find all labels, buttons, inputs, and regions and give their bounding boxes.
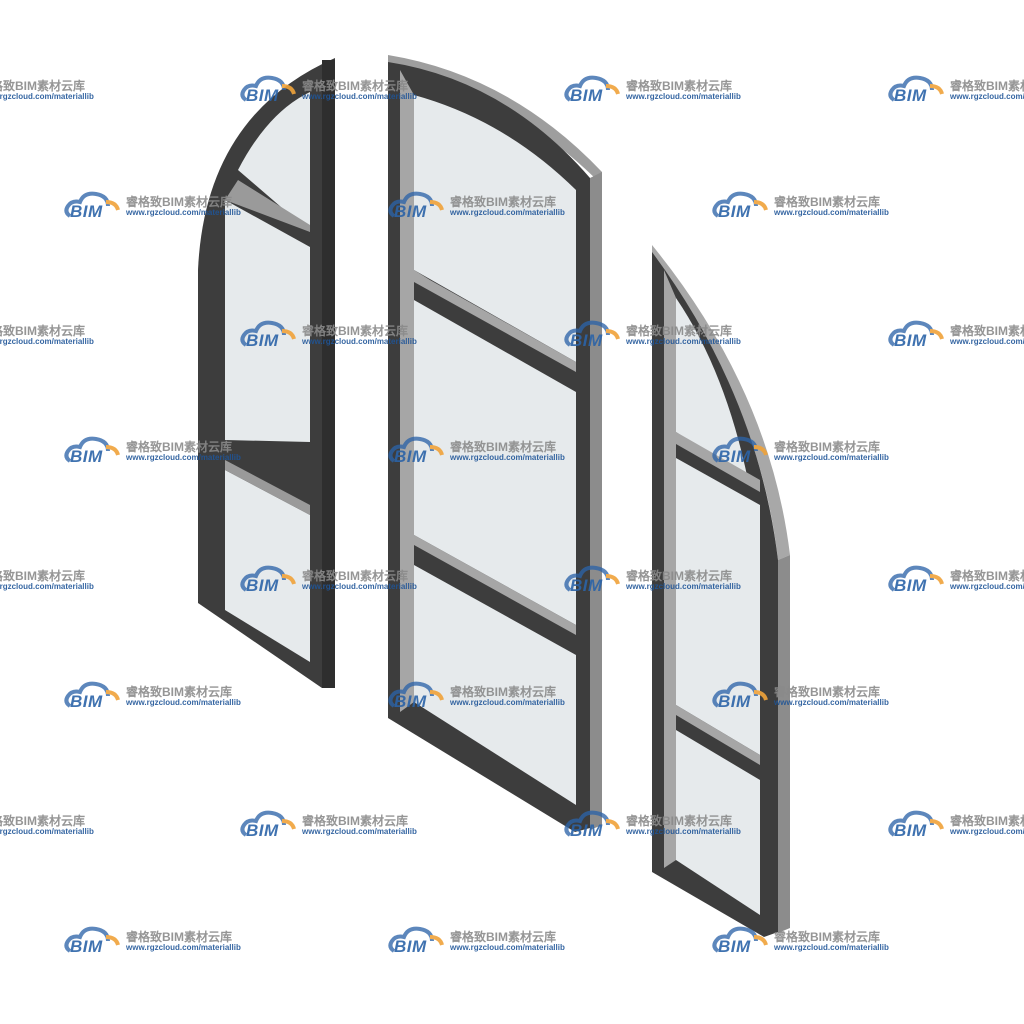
middle-panel-glass-lower-middle xyxy=(414,565,576,805)
middle-panel-bevel xyxy=(400,70,576,712)
middle-panel-glass-top xyxy=(414,95,576,362)
middle-panel-glass-upper-middle xyxy=(414,300,576,625)
right-arched-window-panel xyxy=(652,245,790,937)
middle-arched-window-panel xyxy=(388,55,602,832)
right-panel-side xyxy=(778,555,790,933)
right-panel-glass-top xyxy=(676,298,748,480)
right-panel-glass-lower xyxy=(676,730,760,915)
left-arched-window-panel xyxy=(198,58,335,688)
left-panel-glass-top xyxy=(238,92,310,232)
middle-panel-side xyxy=(590,172,602,830)
left-panel-edge xyxy=(322,60,335,688)
right-panel-glass-middle xyxy=(676,458,760,755)
right-panel-bevel xyxy=(664,270,760,868)
